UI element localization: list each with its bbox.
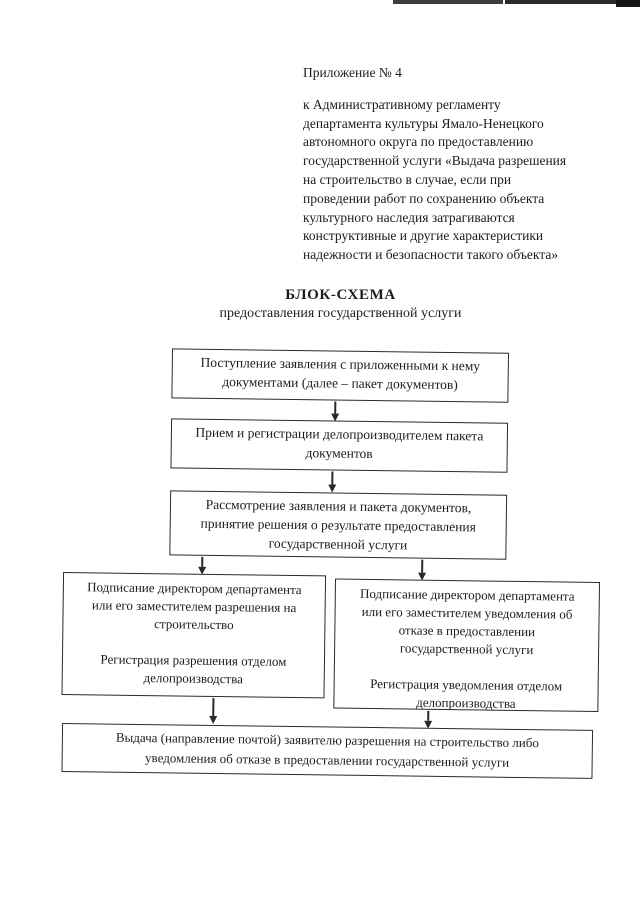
flow-box-sign-permit: Подписание директором департамента или е… bbox=[61, 571, 327, 699]
flow-box-issue: Выдача (направление почтой) заявителю ра… bbox=[61, 722, 594, 779]
flowchart-subtitle: предоставления государственной услуги bbox=[219, 306, 462, 321]
scan-artifact-strip bbox=[616, 0, 640, 7]
regulation-reference: к Административному регламенту департаме… bbox=[303, 96, 567, 263]
title-block: БЛОК-СХЕМА предоставления государственно… bbox=[172, 287, 509, 322]
scan-artifact-strip bbox=[505, 0, 617, 4]
appendix-header: Приложение № 4 к Административному регла… bbox=[303, 64, 595, 265]
flow-arrow-receive-to-register bbox=[334, 401, 337, 414]
flowchart-title: БЛОК-СХЕМА bbox=[285, 287, 396, 303]
flow-arrow-review-to-permit bbox=[201, 556, 204, 567]
flow-box-register: Прием и регистрации делопроизводителем п… bbox=[170, 418, 509, 473]
appendix-number: Приложение № 4 bbox=[303, 65, 402, 80]
flow-arrow-refusal-to-issue bbox=[427, 710, 430, 721]
flow-arrow-permit-to-issue bbox=[212, 697, 215, 716]
scan-artifact-strip bbox=[393, 0, 503, 4]
flow-box-review: Рассмотрение заявления и пакета документ… bbox=[169, 490, 508, 560]
flow-arrow-register-to-review bbox=[331, 471, 334, 485]
flow-box-sign-refusal: Подписание директором департамента или е… bbox=[333, 578, 601, 712]
flow-box-receive: Поступление заявления с приложенными к н… bbox=[171, 348, 510, 403]
flow-arrow-review-to-refusal bbox=[421, 559, 424, 573]
